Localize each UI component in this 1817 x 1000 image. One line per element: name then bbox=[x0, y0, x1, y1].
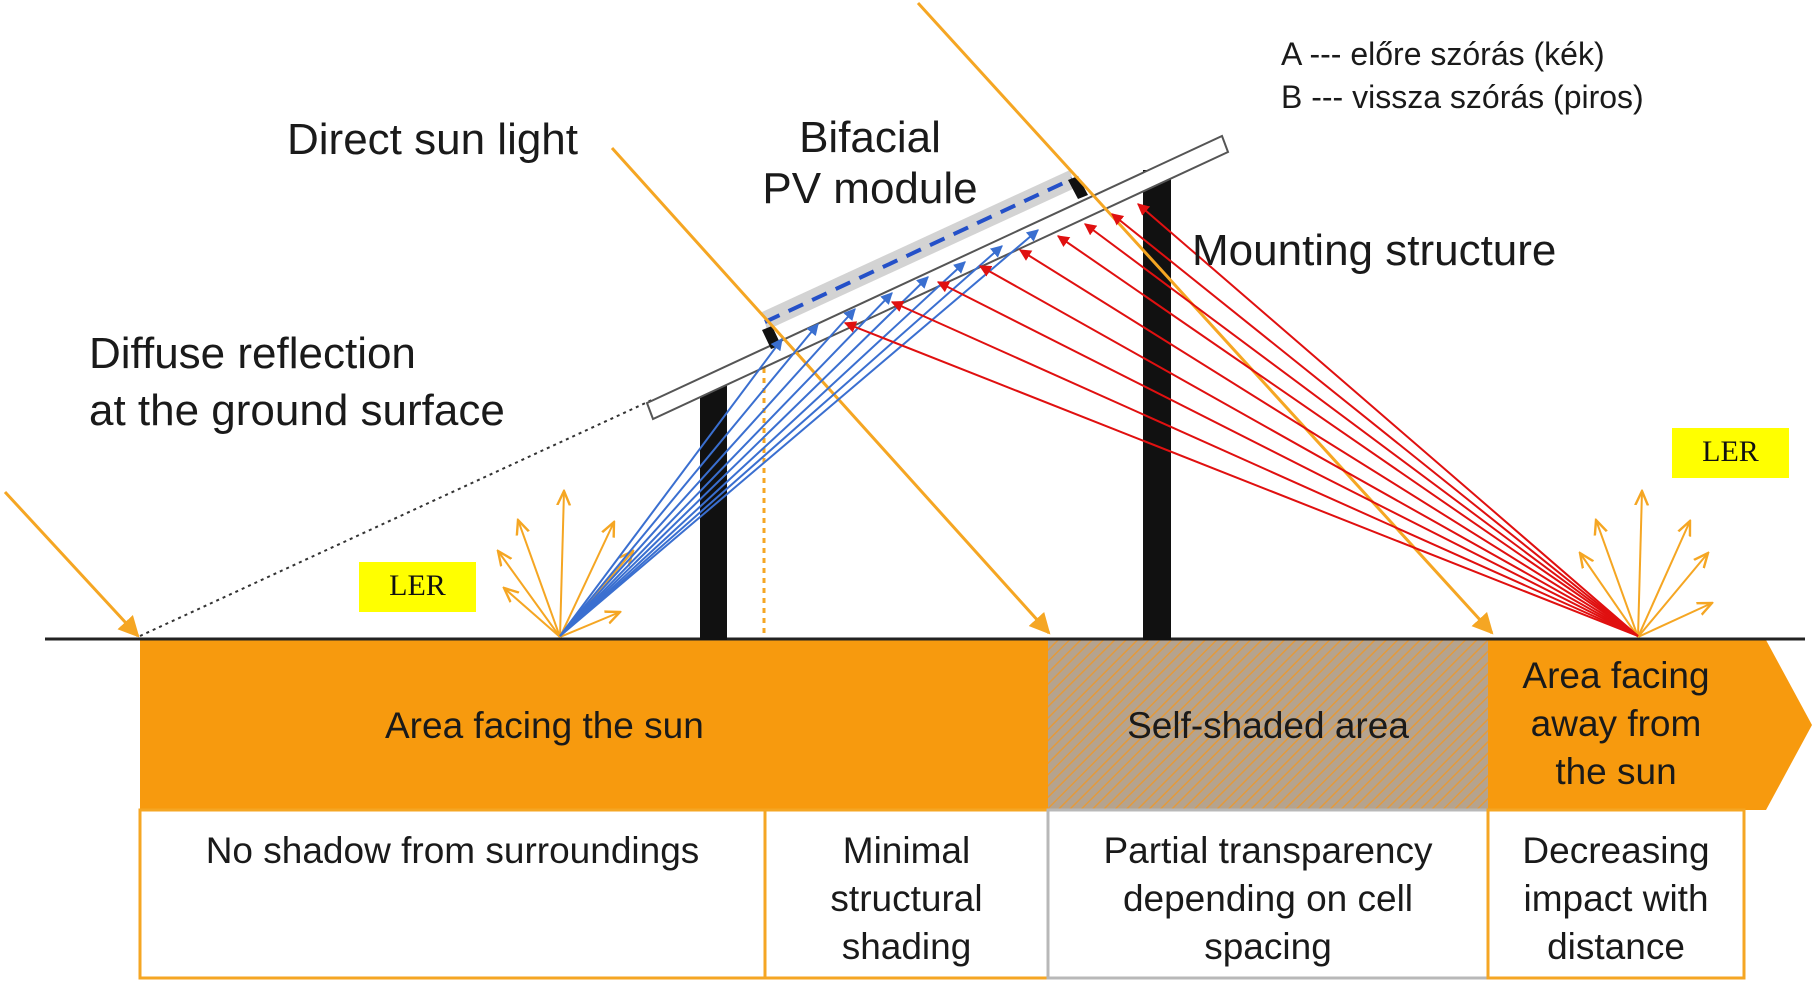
ler-badge-left: LER bbox=[359, 562, 476, 612]
zone-self-shaded-band bbox=[1048, 640, 1488, 810]
zone-self-shaded-label: Self-shaded area bbox=[1127, 705, 1409, 746]
cell-no-shadow-text: No shadow from surroundings bbox=[205, 830, 700, 871]
cell-minimal-text: Minimal structural shading bbox=[830, 830, 983, 968]
forward-scatter-rays bbox=[559, 229, 1039, 637]
cell-decreasing-text: Decreasing impact with distance bbox=[1522, 830, 1710, 968]
projection-dotted-line bbox=[139, 399, 653, 637]
diffuse-arrows-left bbox=[498, 491, 633, 638]
cell-minimal-frame bbox=[763, 808, 1050, 980]
zone-facing-away-band bbox=[1488, 640, 1812, 810]
legend-back-scatter: B --- vissza szórás (piros) bbox=[1281, 79, 1644, 115]
back-scatter-rays bbox=[843, 203, 1639, 637]
cell-decreasing-frame bbox=[1486, 808, 1746, 980]
rear-post bbox=[1143, 170, 1171, 640]
bifacial-module-label: Bifacial PV module bbox=[762, 113, 978, 214]
ler-badge-right: LER bbox=[1672, 428, 1789, 478]
legend-forward-scatter: A --- előre szórás (kék) bbox=[1281, 36, 1605, 72]
zone-facing-sun-label: Area facing the sun bbox=[385, 705, 704, 746]
sun-ray-module bbox=[610, 146, 1051, 635]
sun-ray-far-left bbox=[3, 490, 140, 638]
zone-facing-sun-band bbox=[140, 640, 1048, 810]
zone-facing-away-label: Area facing away from the sun bbox=[1522, 655, 1710, 793]
cell-partial-text: Partial transparency depending on cell s… bbox=[1103, 830, 1433, 968]
mounting-structure-label: Mounting structure bbox=[1192, 226, 1557, 275]
diffuse-arrows-right bbox=[1580, 491, 1712, 638]
direct-sun-label: Direct sun light bbox=[287, 115, 579, 164]
diffuse-reflection-label: Diffuse reflection at the ground surface bbox=[89, 329, 505, 436]
cell-partial-frame bbox=[1046, 808, 1490, 980]
